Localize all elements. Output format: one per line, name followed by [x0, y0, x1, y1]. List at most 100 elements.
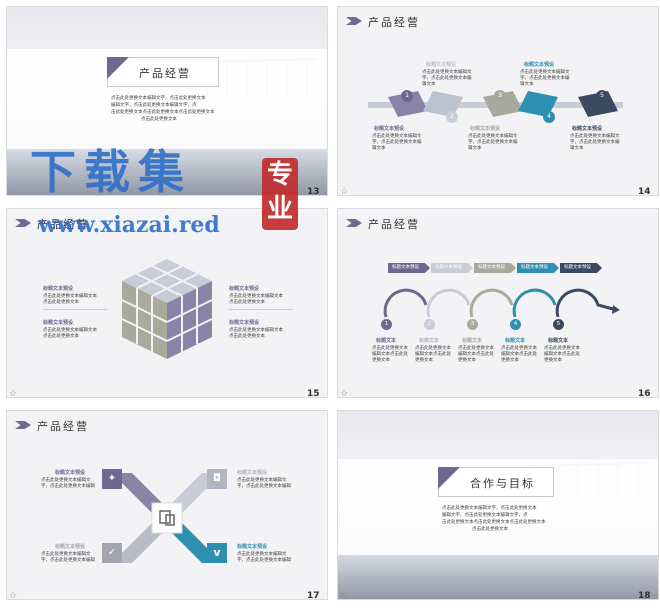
- slide-13-thumbnail[interactable]: 产品经营 点击此处更换文本编辑文字，点击此处更换文本 编辑文字，点击此处更换文本…: [6, 6, 328, 196]
- step-label: 标题文本预设: [524, 62, 555, 68]
- step-label: 标题文本: [505, 338, 526, 344]
- item-label: 标题文本预设: [55, 470, 86, 476]
- step-text: 字，点击此处更换文本编: [372, 140, 422, 145]
- header-title: 产品经营: [368, 218, 420, 231]
- header-arrow-icon: [346, 17, 362, 25]
- item-label: 标题文本预设: [237, 470, 268, 476]
- body-line: 编辑文字，点击此处更换文本编辑文字，点: [442, 513, 528, 518]
- slide-17-thumbnail[interactable]: 产品经营 ✦ ◘ ✓ v 标题文本预设 点击此处更换文本编辑文 字，点击此处更换…: [6, 410, 328, 600]
- step-text: 点击此处更换文本编辑文: [422, 70, 472, 75]
- step-text: 点击此处更换文本: [501, 346, 537, 351]
- slide-title: 产品经营: [139, 67, 191, 80]
- curve-arrows: [383, 288, 620, 318]
- header-title: 产品经营: [368, 16, 420, 29]
- step-text: 辑文本: [468, 146, 482, 151]
- item-text: 点击此处更换文本: [229, 300, 265, 305]
- tag: 标题文本预设: [388, 263, 430, 273]
- header-title: 产品经营: [37, 218, 89, 231]
- header-arrow-icon: [15, 421, 31, 429]
- vimeo-icon: v: [207, 543, 227, 563]
- check-icon: ✓: [102, 543, 122, 563]
- item-label: 标题文本预设: [43, 286, 74, 292]
- watermark-url: www.xiazai.red: [38, 212, 220, 238]
- step-text: 字，点击此处更换文本编: [570, 140, 620, 145]
- page-number: 16: [638, 389, 651, 398]
- slide-14-thumbnail[interactable]: 产品经营 1 2 3 4 5 标题文本预设 点击此处更换文本编辑文 字，点击此处…: [337, 6, 659, 196]
- step-number: 3: [467, 319, 478, 330]
- item-label: 标题文本预设: [237, 544, 268, 550]
- tag: 标题文本预设: [474, 263, 516, 273]
- item-label: 标题文本预设: [229, 320, 260, 326]
- body-line: 点击此处更换文本编辑文字，点击此处更换文本: [111, 96, 206, 101]
- step-label: 标题文本预设: [470, 126, 501, 132]
- step-text: 字，点击此处更换文本编: [520, 76, 570, 81]
- page-number: 15: [307, 389, 320, 398]
- step-number: 1: [401, 90, 413, 102]
- step-text: 辑文本: [372, 146, 386, 151]
- twitter-icon: ✦: [102, 469, 122, 489]
- item-text: 点击此处更换文本: [229, 334, 265, 339]
- slide-18-thumbnail[interactable]: 合作与目标 点击此处更换文本编辑文字，点击此处更换文本 编辑文字，点击此处更换文…: [337, 410, 659, 600]
- body-line: 击此处更换文本点击此处更换文本点击此处更换文本: [111, 110, 215, 115]
- item-text: 点击此处更换文本编辑文本: [229, 294, 283, 299]
- step-number: 4: [510, 319, 521, 330]
- divider: [43, 309, 107, 310]
- step-text: 更换文本: [501, 358, 519, 363]
- tag: 标题文本预设: [560, 263, 602, 273]
- item-label: 标题文本预设: [43, 320, 74, 326]
- step-label: 标题文本预设: [426, 62, 457, 68]
- tag: 标题文本预设: [431, 263, 473, 273]
- step-number: 3: [494, 90, 506, 102]
- step-text: 更换文本: [458, 358, 476, 363]
- slide-15-thumbnail[interactable]: 产品经营 标题文本预设 点击此处更换文本编辑文本 点击此处更换文本 标题文本预设…: [6, 208, 328, 398]
- body-line: 击此处更换文本点击此处更换文本点击此处更换文本: [442, 520, 546, 525]
- watermark-text: 下载集: [30, 145, 192, 199]
- step-shapes: [388, 91, 618, 117]
- header-arrow-icon: [15, 219, 31, 227]
- page-number: 14: [638, 187, 651, 196]
- step-text: 辑文本: [422, 82, 436, 87]
- step-number: 1: [381, 319, 392, 330]
- step-text: 点击此处更换文本: [415, 346, 451, 351]
- step-text: 点击此处更换文本编辑文: [520, 70, 570, 75]
- step-text: 更换文本: [415, 358, 433, 363]
- step-text: 更换文本: [544, 358, 562, 363]
- page-number: 13: [307, 187, 320, 196]
- step-number: 2: [424, 319, 435, 330]
- step-text: 编辑文本点击此处: [544, 352, 580, 357]
- step-number: 5: [596, 90, 608, 102]
- star-icon: ☆: [340, 389, 349, 398]
- step-text: 更换文本: [372, 358, 390, 363]
- step-text: 辑文本: [570, 146, 584, 151]
- step-label: 标题文本: [419, 338, 440, 344]
- tag: 标题文本预设: [517, 263, 559, 273]
- step-number: 5: [553, 319, 564, 330]
- step-text: 字，点击此处更换文本编: [422, 76, 472, 81]
- item-text: 字，点击此处更换文本编辑: [41, 558, 95, 563]
- step-text: 辑文本: [520, 82, 534, 87]
- item-text: 点击此处更换文本编辑文: [41, 552, 91, 557]
- step-text: 点击此处更换文本: [372, 346, 408, 351]
- page-number: 17: [307, 591, 320, 600]
- slide-title: 合作与目标: [470, 477, 535, 490]
- item-text: 点击此处更换文本编辑文本: [43, 328, 97, 333]
- item-text: 点击此处更换文本编辑文本: [43, 294, 97, 299]
- item-text: 点击此处更换文本编辑文: [41, 478, 91, 483]
- instagram-icon: ◘: [207, 469, 227, 489]
- header-title: 产品经营: [37, 420, 89, 433]
- item-text: 点击此处更换文本: [43, 300, 79, 305]
- step-number: 4: [543, 111, 555, 123]
- slide-16-thumbnail[interactable]: 产品经营 标题文本预设 标题文本预设 标题文本预设 标题文本预设 标题文本预设 …: [337, 208, 659, 398]
- item-label: 标题文本预设: [229, 286, 260, 292]
- item-text: 字，点击此处更换文本编辑: [237, 558, 291, 563]
- step-text: 点击此处更换文本编辑文: [372, 134, 422, 139]
- step-text: 点击此处更换文本编辑文: [570, 134, 620, 139]
- page-number: 18: [638, 591, 651, 600]
- step-label: 标题文本预设: [374, 126, 405, 132]
- step-label: 标题文本: [376, 338, 397, 344]
- item-text: 字，点击此处更换文本编辑: [237, 484, 291, 489]
- body-line: 编辑文字，点击此处更换文本编辑文字，点: [111, 103, 197, 108]
- body-line: 点击此处更换文本: [141, 117, 177, 122]
- star-icon: ☆: [340, 591, 349, 600]
